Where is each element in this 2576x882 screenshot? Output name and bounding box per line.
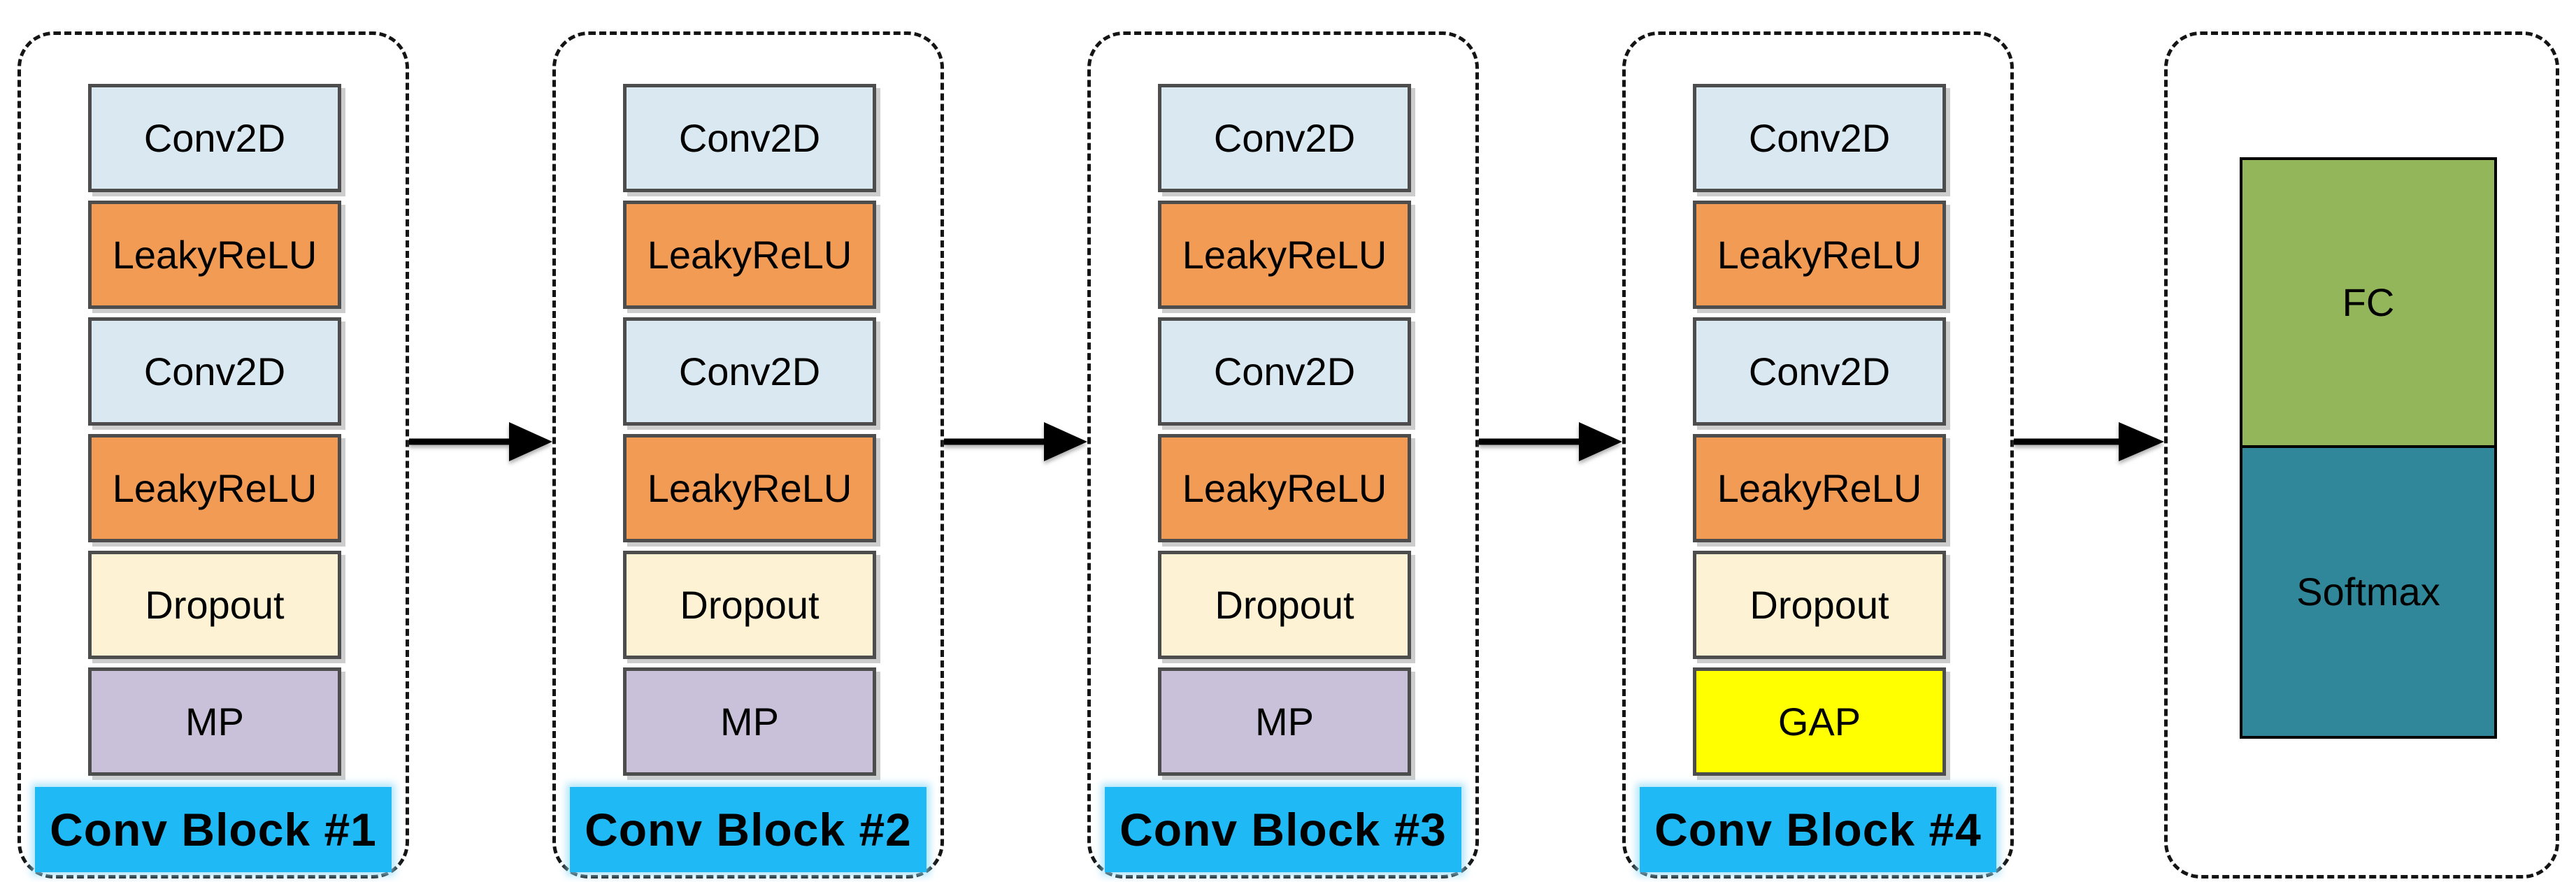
layer-conv2d: Conv2D <box>88 84 341 192</box>
layer-maxpool: MP <box>623 667 876 776</box>
layer-dropout: Dropout <box>623 551 876 659</box>
layer-dropout: Dropout <box>88 551 341 659</box>
flow-arrow <box>2014 414 2164 470</box>
arrow-right-icon <box>944 422 1087 461</box>
flow-arrow <box>1479 414 1622 470</box>
arrow-right-icon <box>409 422 552 461</box>
block-label: Conv Block #3 <box>1105 787 1461 872</box>
layer-conv2d: Conv2D <box>1693 317 1946 426</box>
arrow-right-icon <box>1479 422 1622 461</box>
flow-arrow <box>944 414 1087 470</box>
layer-conv2d: Conv2D <box>623 84 876 192</box>
layer-label: Dropout <box>1215 582 1354 627</box>
fc-label: FC <box>2342 280 2395 324</box>
layer-conv2d: Conv2D <box>1158 317 1411 426</box>
layer-label: LeakyReLU <box>112 232 317 277</box>
layer-label: Conv2D <box>1748 115 1891 160</box>
layer-leakyrelu: LeakyReLU <box>1158 434 1411 542</box>
layer-label: MP <box>720 699 779 744</box>
conv-block-4-container: Conv2D LeakyReLU Conv2D LeakyReLU Dropou… <box>1622 31 2014 879</box>
fc-box: FC <box>2242 160 2494 448</box>
layer-conv2d: Conv2D <box>1693 84 1946 192</box>
layer-label: MP <box>1255 699 1314 744</box>
layer-label: LeakyReLU <box>1717 465 1922 510</box>
layer-label: LeakyReLU <box>647 465 852 510</box>
layer-label: Conv2D <box>1213 115 1356 160</box>
layer-maxpool: MP <box>1158 667 1411 776</box>
arrow-right-icon <box>2014 422 2164 461</box>
layer-label: Conv2D <box>678 349 821 393</box>
layer-label: MP <box>185 699 244 744</box>
layer-label: Conv2D <box>143 115 286 160</box>
block-label: Conv Block #4 <box>1640 787 1996 872</box>
softmax-label: Softmax <box>2296 570 2440 614</box>
layer-conv2d: Conv2D <box>88 317 341 426</box>
layer-dropout: Dropout <box>1158 551 1411 659</box>
layer-label: LeakyReLU <box>647 232 852 277</box>
block-label: Conv Block #2 <box>570 787 926 872</box>
layer-leakyrelu: LeakyReLU <box>1158 201 1411 309</box>
layer-label: LeakyReLU <box>1182 232 1387 277</box>
conv-block-1-container: Conv2D LeakyReLU Conv2D LeakyReLU Dropou… <box>17 31 409 879</box>
layer-label: Conv2D <box>1213 349 1356 393</box>
classifier-box: FC Softmax <box>2240 157 2497 739</box>
layer-label: Conv2D <box>1748 349 1891 393</box>
block-label: Conv Block #1 <box>35 787 392 872</box>
layer-maxpool: MP <box>88 667 341 776</box>
layer-conv2d: Conv2D <box>623 317 876 426</box>
conv-block-2-container: Conv2D LeakyReLU Conv2D LeakyReLU Dropou… <box>552 31 944 879</box>
layer-label: Dropout <box>1749 582 1889 627</box>
layer-label: LeakyReLU <box>1182 465 1387 510</box>
layer-leakyrelu: LeakyReLU <box>88 201 341 309</box>
layer-label: Conv2D <box>678 115 821 160</box>
layer-gap: GAP <box>1693 667 1946 776</box>
layer-leakyrelu: LeakyReLU <box>1693 201 1946 309</box>
layer-label: LeakyReLU <box>112 465 317 510</box>
layer-label: Dropout <box>145 582 285 627</box>
layer-label: LeakyReLU <box>1717 232 1922 277</box>
layer-dropout: Dropout <box>1693 551 1946 659</box>
softmax-box: Softmax <box>2242 448 2494 736</box>
layer-leakyrelu: LeakyReLU <box>623 201 876 309</box>
conv-block-3-container: Conv2D LeakyReLU Conv2D LeakyReLU Dropou… <box>1087 31 1479 879</box>
layer-label: Conv2D <box>143 349 286 393</box>
output-block-container: FC Softmax <box>2164 31 2559 879</box>
layer-conv2d: Conv2D <box>1158 84 1411 192</box>
flow-arrow <box>409 414 552 470</box>
layer-label: GAP <box>1777 699 1861 744</box>
layer-leakyrelu: LeakyReLU <box>1693 434 1946 542</box>
layer-leakyrelu: LeakyReLU <box>88 434 341 542</box>
layer-leakyrelu: LeakyReLU <box>623 434 876 542</box>
layer-label: Dropout <box>680 582 820 627</box>
